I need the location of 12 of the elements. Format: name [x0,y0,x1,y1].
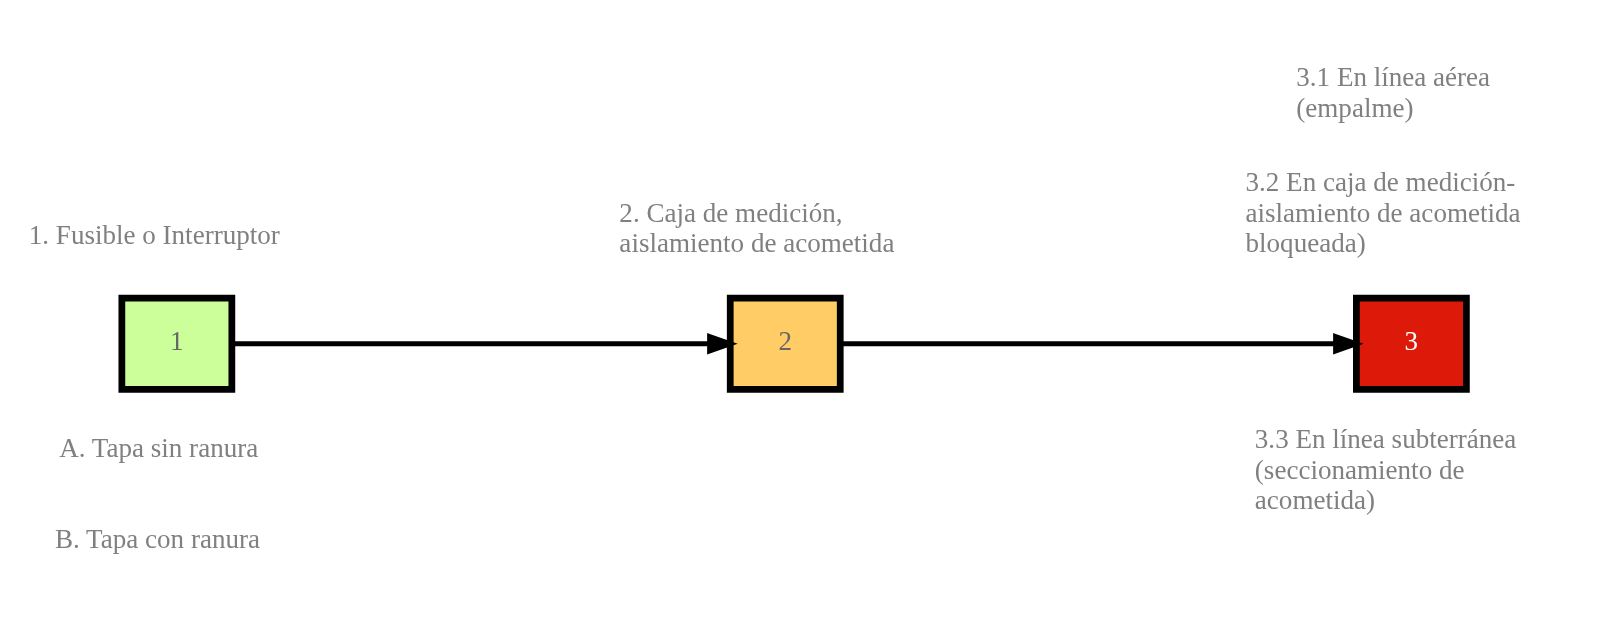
node-label: 3.3 En línea subterránea (seccionamiento de acometida) [1254,423,1517,515]
node-label: 3.1 En línea aérea (empalme) [1296,61,1491,123]
node-label: A. Tapa sin ranura [59,432,259,463]
node-label: 3.2 En caja de medición- aislamiento de acometida bloqueada) [1245,166,1521,258]
arrow [232,332,738,354]
node-box: 2 [726,294,844,393]
node-box: 1 [118,294,236,393]
node-label: B. Tapa con ranura [55,523,261,554]
node-box: 3 [1353,294,1470,393]
node-label: 2. Caja de medición, aislamiento de acometida [619,197,895,258]
arrow [840,332,1364,354]
node-label: 1. Fusible o Interruptor [28,219,280,250]
